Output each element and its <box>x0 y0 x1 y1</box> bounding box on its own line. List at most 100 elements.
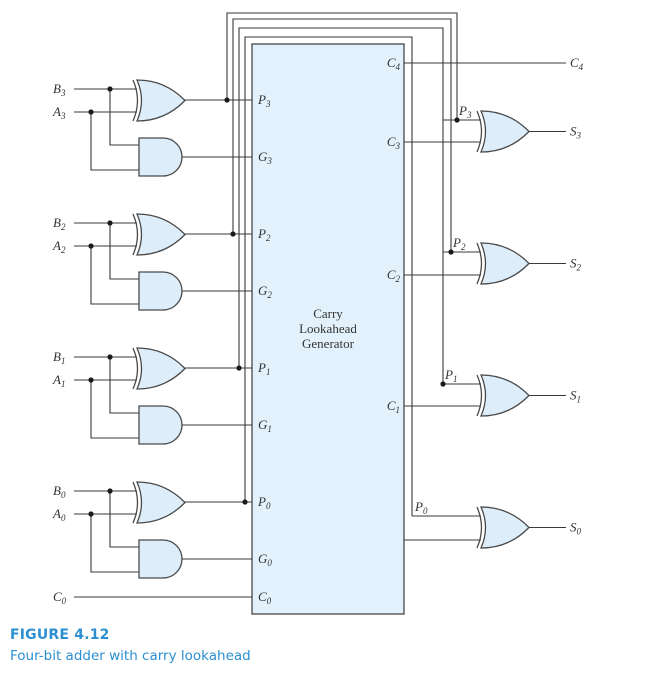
pin-label-c0: C0 <box>258 589 272 606</box>
xor-gate-s1-back-arc <box>476 374 483 417</box>
junction-p1-bus <box>236 365 242 371</box>
input-label-b0-letter: B <box>53 483 61 498</box>
pin-label-c2-letter: C <box>387 267 396 282</box>
pin-label-p0-letter: P <box>257 494 266 509</box>
output-label-s2-subscript: 2 <box>577 263 582 273</box>
pin-label-g0-letter: G <box>258 551 268 566</box>
sum-p-label-1: P1 <box>444 367 457 384</box>
output-label-s1-letter: S <box>570 388 577 403</box>
input-label-b2: B2 <box>53 215 66 232</box>
junction-p1-sum <box>440 381 446 387</box>
input-label-a2: A2 <box>52 238 66 255</box>
output-label-s0-letter: S <box>570 520 577 535</box>
junction-p3-sum <box>454 117 460 123</box>
pin-label-g1-subscript: 1 <box>267 424 272 434</box>
pin-label-p2: P2 <box>257 226 271 243</box>
and-gate-g1 <box>138 405 183 445</box>
xor-gate-s3-back-arc <box>476 110 483 153</box>
pin-label-g2: G2 <box>258 283 272 300</box>
output-label-s3-subscript: 3 <box>576 131 582 141</box>
xor-gate-s3 <box>480 110 530 153</box>
input-label-b2-letter: B <box>53 215 61 230</box>
input-label-a0-subscript: 0 <box>61 513 66 523</box>
wire-b3-to-and <box>109 89 139 146</box>
junction-b0 <box>107 488 113 494</box>
pin-label-g1: G1 <box>258 417 272 434</box>
propagate-bus-p3 <box>226 12 458 120</box>
pin-label-p2-letter: P <box>257 226 266 241</box>
output-label-s1: S1 <box>570 388 581 405</box>
wires <box>74 12 566 598</box>
generator-title-line-3: Generator <box>302 336 355 351</box>
sum-p-label-1-letter: P <box>444 367 453 382</box>
input-label-a2-letter: A <box>52 238 61 253</box>
pin-label-g3: G3 <box>258 149 272 166</box>
junction-dots <box>88 86 460 517</box>
sum-p-label-0: P0 <box>414 499 428 516</box>
input-label-b2-subscript: 2 <box>61 222 66 232</box>
input-label-a1-subscript: 1 <box>61 379 66 389</box>
sum-p-label-3-subscript: 3 <box>466 110 472 120</box>
xor-gate-s0 <box>480 506 530 549</box>
pin-label-p3-subscript: 3 <box>265 99 271 109</box>
junction-p2-bus <box>230 231 236 237</box>
pin-label-c1: C1 <box>387 398 400 415</box>
xor-gate-s2-back-arc <box>476 242 483 285</box>
generator-title-line-2: Lookahead <box>299 321 357 336</box>
xor-gate-s2 <box>480 242 530 285</box>
output-label-s2: S2 <box>570 256 582 273</box>
xor-gate-p1-back-arc <box>132 347 139 390</box>
output-label-s0: S0 <box>570 520 582 537</box>
input-label-a2-subscript: 2 <box>61 245 66 255</box>
propagate-bus-p0 <box>244 36 413 516</box>
sum-p-label-0-subscript: 0 <box>423 506 428 516</box>
gates <box>132 79 530 579</box>
output-label-c4-letter: C <box>570 55 579 70</box>
input-label-a0-letter: A <box>52 506 61 521</box>
pin-label-p0: P0 <box>257 494 271 511</box>
pin-label-c3-subscript: 3 <box>395 141 401 151</box>
junction-a0 <box>88 511 94 517</box>
pin-label-p0-subscript: 0 <box>266 501 271 511</box>
generator-title-line-1: Carry <box>313 306 343 321</box>
input-label-c0: C0 <box>53 589 67 606</box>
xor-gate-p3 <box>136 79 186 122</box>
output-label-s3-letter: S <box>570 124 577 139</box>
wire-a0-to-and <box>90 514 139 573</box>
pin-label-c1-subscript: 1 <box>396 405 401 415</box>
pin-label-p1-subscript: 1 <box>266 367 271 377</box>
pin-label-p1: P1 <box>257 360 270 377</box>
wire-b2-to-and <box>109 223 139 280</box>
input-label-b1-letter: B <box>53 349 61 364</box>
pin-label-p2-subscript: 2 <box>266 233 271 243</box>
junction-p2-sum <box>448 249 454 255</box>
pin-label-p3: P3 <box>257 92 271 109</box>
input-label-b3: B3 <box>53 81 66 98</box>
junction-p3-bus <box>224 97 230 103</box>
pin-label-c0-letter: C <box>258 589 267 604</box>
sum-p-label-0-letter: P <box>414 499 423 514</box>
xor-gate-p0 <box>136 481 186 524</box>
output-label-s3: S3 <box>570 124 582 141</box>
input-label-b0: B0 <box>53 483 66 500</box>
input-label-b0-subscript: 0 <box>61 490 66 500</box>
output-label-s1-subscript: 1 <box>577 395 582 405</box>
junction-b1 <box>107 354 113 360</box>
wire-b1-to-and <box>109 357 139 414</box>
labels: B3A3P3G3S3P3B2A2P2G2S2P2B1A1P1G1S1P1B0A0… <box>52 55 584 606</box>
junction-a1 <box>88 377 94 383</box>
junction-p0-bus <box>242 499 248 505</box>
input-label-c0-letter: C <box>53 589 62 604</box>
output-label-c4-subscript: 4 <box>579 62 584 72</box>
junction-b2 <box>107 220 113 226</box>
propagate-bus-p1 <box>238 27 444 384</box>
input-label-a3-letter: A <box>52 104 61 119</box>
sum-p-label-2-subscript: 2 <box>461 242 466 252</box>
and-gate-g3 <box>138 137 183 177</box>
xor-gate-p1 <box>136 347 186 390</box>
pin-label-c3: C3 <box>387 134 401 151</box>
pin-label-g0: G0 <box>258 551 272 568</box>
wire-a3-to-and <box>90 112 139 171</box>
carry-lookahead-generator-block <box>251 43 405 615</box>
pin-label-c2-subscript: 2 <box>396 274 401 284</box>
